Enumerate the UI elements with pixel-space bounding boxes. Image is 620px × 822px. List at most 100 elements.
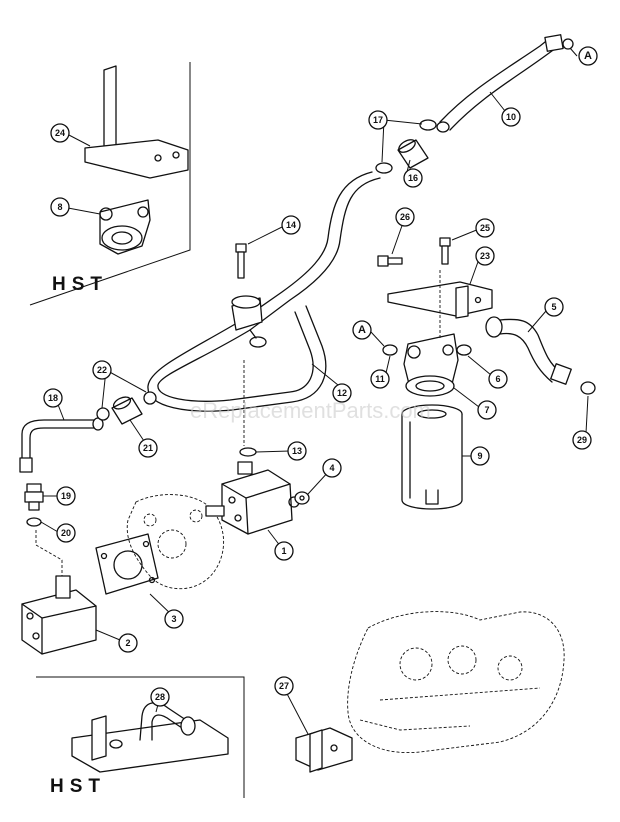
callout-3: 3 — [164, 609, 184, 629]
svg-text:17: 17 — [373, 115, 383, 125]
svg-text:4: 4 — [329, 463, 334, 473]
svg-text:21: 21 — [143, 443, 153, 453]
callout-8: 8 — [50, 197, 70, 217]
hst-inset-top: HST — [29, 62, 191, 306]
callout-2: 2 — [118, 633, 138, 653]
engine-outline-left — [126, 494, 225, 590]
svg-text:28: 28 — [155, 692, 165, 702]
callout-19: 19 — [56, 486, 76, 506]
connection-label-a-top: A — [578, 46, 598, 66]
fitting-19 — [24, 483, 44, 511]
svg-text:23: 23 — [480, 251, 490, 261]
hst-label-top: HST — [52, 274, 108, 295]
svg-text:3: 3 — [171, 614, 176, 624]
callout-22: 22 — [92, 360, 112, 380]
callout-4: 4 — [322, 458, 342, 478]
clamp-22-a — [96, 407, 110, 421]
callout-14: 14 — [281, 215, 301, 235]
o-ring-11 — [382, 344, 398, 356]
banjo-block — [231, 295, 267, 348]
hose-bracket-28 — [71, 702, 229, 773]
callout-13: 13 — [287, 441, 307, 461]
bracket-27 — [295, 727, 353, 773]
sleeve-21 — [111, 396, 143, 425]
svg-text:5: 5 — [551, 302, 556, 312]
svg-text:22: 22 — [97, 365, 107, 375]
callout-6: 6 — [488, 369, 508, 389]
callout-12: 12 — [332, 383, 352, 403]
callout-7: 7 — [477, 400, 497, 420]
svg-text:A: A — [358, 324, 366, 336]
callout-16: 16 — [403, 168, 423, 188]
bracket-23 — [387, 281, 493, 319]
filter-head-7 — [403, 333, 459, 397]
svg-text:26: 26 — [400, 212, 410, 222]
callout-10: 10 — [501, 107, 521, 127]
sleeve-16 — [397, 139, 429, 169]
filter-head-8 — [99, 199, 151, 255]
hst-label-bottom: HST — [50, 776, 106, 797]
svg-text:2: 2 — [125, 638, 130, 648]
svg-text:9: 9 — [477, 451, 482, 461]
bolt-25 — [439, 237, 451, 265]
svg-text:11: 11 — [375, 374, 385, 384]
clamp-17-lower — [375, 162, 393, 174]
pipe-5 — [485, 316, 572, 385]
callout-26: 26 — [395, 207, 415, 227]
o-ring-13 — [239, 447, 257, 457]
filter-cartridge-9 — [401, 404, 463, 510]
callout-9: 9 — [470, 446, 490, 466]
callout-25: 25 — [475, 218, 495, 238]
o-ring-6 — [456, 344, 472, 356]
callout-20: 20 — [56, 523, 76, 543]
clamp-17-upper — [419, 119, 437, 131]
bolt-26 — [377, 255, 403, 267]
svg-text:6: 6 — [495, 374, 500, 384]
pump-1 — [205, 461, 300, 535]
watermark: eReplacementParts.com — [190, 398, 431, 423]
svg-text:7: 7 — [484, 405, 489, 415]
callout-27: 27 — [274, 676, 294, 696]
connection-label-a-left: A — [352, 320, 372, 340]
svg-text:24: 24 — [55, 128, 65, 138]
pump-2 — [21, 575, 97, 655]
svg-text:12: 12 — [337, 388, 347, 398]
bolt-14 — [235, 243, 247, 279]
callout-29: 29 — [572, 430, 592, 450]
hose-10 — [436, 34, 574, 133]
hst-inset-bottom: HST — [36, 676, 245, 798]
svg-text:8: 8 — [57, 202, 62, 212]
gasket-3 — [95, 533, 159, 595]
callout-17: 17 — [368, 110, 388, 130]
callout-21: 21 — [138, 438, 158, 458]
svg-text:20: 20 — [61, 528, 71, 538]
svg-text:1: 1 — [281, 546, 286, 556]
callout-1: 1 — [274, 541, 294, 561]
engine-outline-right — [347, 611, 565, 754]
callout-24: 24 — [50, 123, 70, 143]
o-ring-29 — [580, 381, 596, 395]
callout-11: 11 — [370, 369, 390, 389]
tube-12 — [147, 171, 381, 412]
svg-text:29: 29 — [577, 435, 587, 445]
svg-text:14: 14 — [286, 220, 296, 230]
callout-23: 23 — [475, 246, 495, 266]
callout-28: 28 — [150, 687, 170, 707]
svg-text:19: 19 — [61, 491, 71, 501]
callout-5: 5 — [544, 297, 564, 317]
svg-text:27: 27 — [279, 681, 289, 691]
dashed-link-fitting — [35, 530, 63, 590]
svg-text:A: A — [584, 50, 592, 62]
svg-text:25: 25 — [480, 223, 490, 233]
line-18 — [19, 417, 104, 473]
washer-4 — [294, 491, 310, 505]
svg-text:16: 16 — [408, 173, 418, 183]
svg-text:18: 18 — [48, 393, 58, 403]
bracket-24 — [84, 65, 189, 179]
o-ring-20 — [26, 517, 42, 527]
clamp-22-b — [143, 391, 157, 405]
callout-18: 18 — [43, 388, 63, 408]
svg-text:10: 10 — [506, 112, 516, 122]
svg-text:13: 13 — [292, 446, 302, 456]
